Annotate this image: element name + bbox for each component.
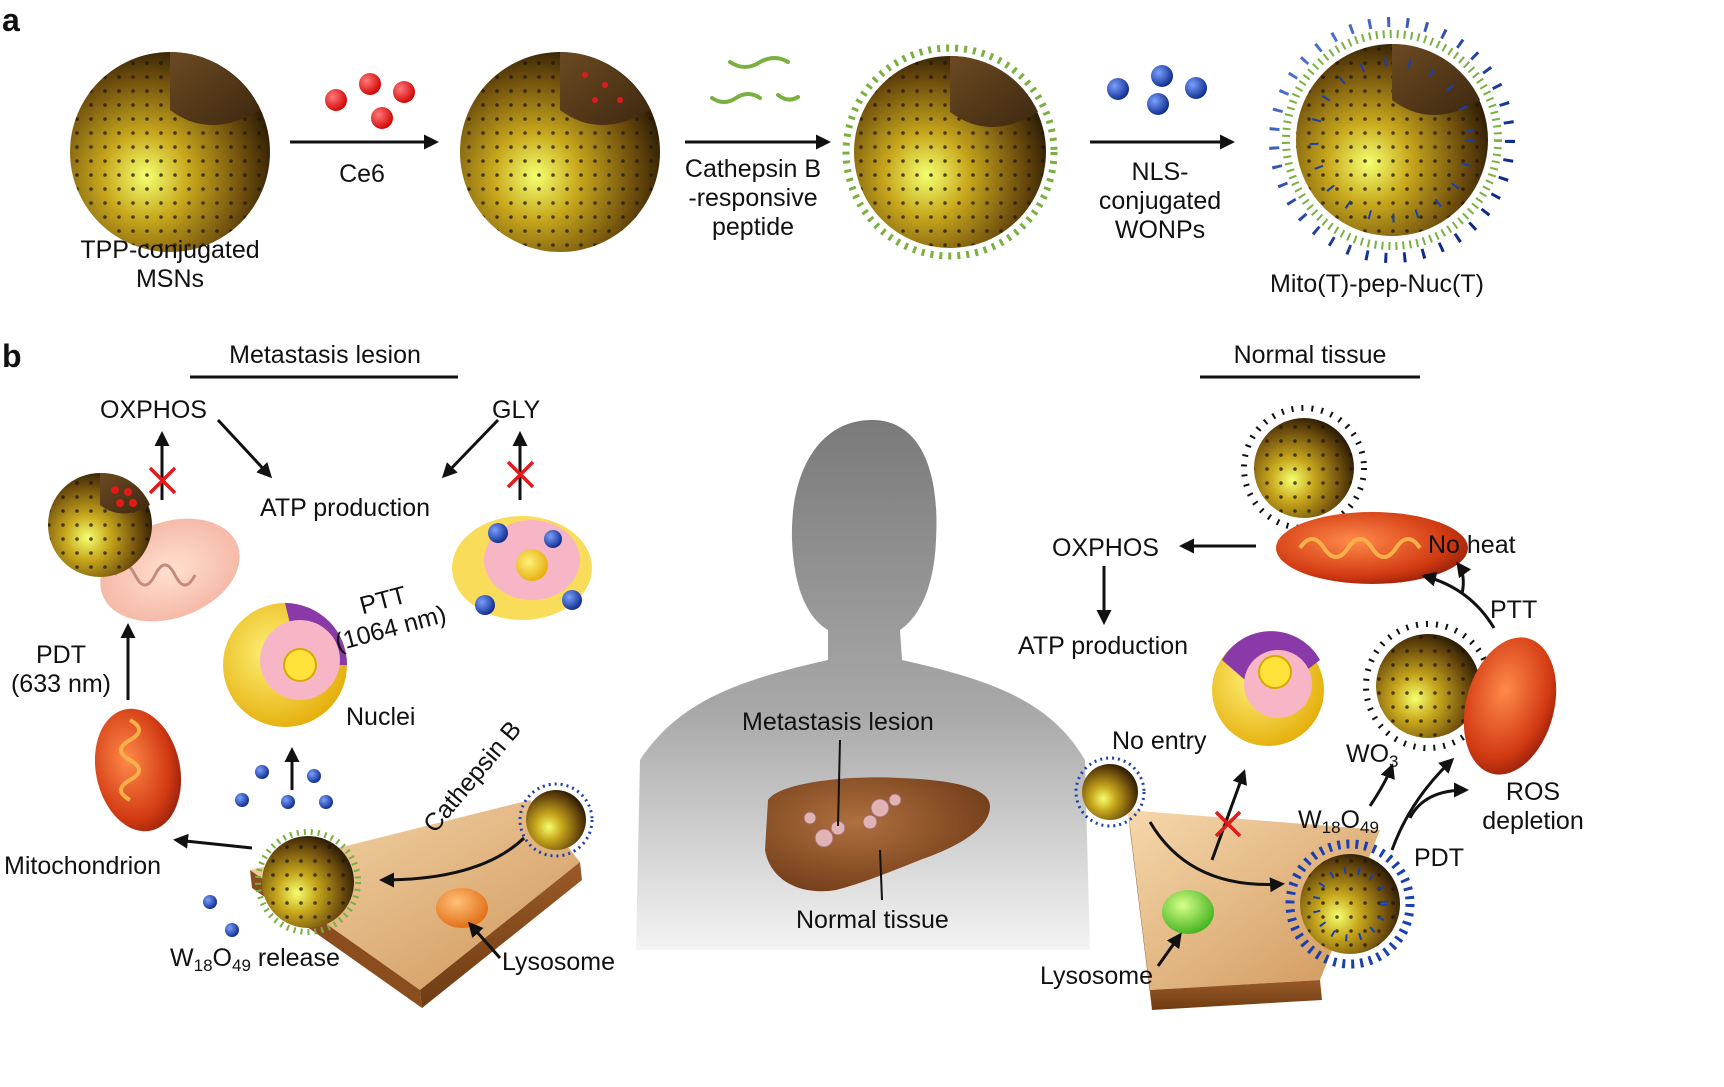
arrow-to-mitochondrion — [173, 833, 253, 850]
label-tpp-line1: TPP-conjugated — [80, 236, 260, 264]
label-no-entry: No entry — [1112, 727, 1207, 755]
label-cathepsin-line3: peptide — [711, 213, 795, 241]
arrow-no-heat-branch — [1456, 561, 1472, 595]
mitochondrion — [94, 708, 182, 832]
label-ptt: PTT — [1490, 596, 1538, 624]
label-atp: ATP production — [260, 494, 431, 522]
label-ros-depletion: ROS depletion — [1478, 778, 1588, 836]
peptide-strands — [710, 56, 800, 104]
header-metastasis: Metastasis lesion — [229, 341, 421, 369]
label-body-metastasis: Metastasis lesion — [742, 708, 934, 736]
label-ce6: Ce6 — [339, 160, 385, 188]
label-normal-oxphos: OXPHOS — [1052, 534, 1159, 562]
msn-particle-2 — [460, 52, 660, 252]
arrow-pdt-up-normal — [1390, 757, 1455, 851]
label-nls-line2: conjugated — [1098, 187, 1222, 215]
label-wo3: WO3 — [1346, 740, 1399, 771]
arrow-wo3 — [1368, 763, 1395, 807]
released-particle — [255, 829, 361, 935]
label-nuclei: Nuclei — [346, 703, 416, 731]
panel-b-label: b — [2, 338, 22, 374]
normal-incoming-particle — [1074, 756, 1146, 828]
label-cathepsin-line2: -responsive — [688, 184, 818, 212]
incoming-particle — [518, 782, 594, 858]
label-cathepsin-peptide: Cathepsin B -responsive peptide — [668, 155, 838, 242]
label-body-normal: Normal tissue — [796, 906, 949, 934]
label-nls-line1: NLS- — [1131, 158, 1189, 186]
label-pdt-line2: (633 nm) — [10, 670, 112, 698]
nucleus-with-wonps — [452, 516, 592, 620]
label-ros-line1: ROS — [1505, 778, 1561, 806]
label-mitochondrion: Mitochondrion — [4, 852, 162, 880]
arrow-cathepsin — [379, 836, 526, 888]
arrow-into-cell — [1148, 821, 1285, 893]
pointer-normal — [879, 849, 883, 901]
pointer-metastasis — [837, 739, 841, 827]
label-no-heat: No heat — [1428, 531, 1516, 559]
wonp-coated-particle — [1285, 839, 1415, 969]
black-coated-particle-top — [1241, 405, 1367, 531]
label-w18o49: W18O49 — [1298, 806, 1379, 837]
arrow-ros — [1408, 782, 1469, 819]
label-cathepsin-line1: Cathepsin B — [684, 155, 822, 183]
mito-pep-nuc-particle — [1269, 17, 1515, 263]
inhibit-x-gly — [506, 460, 535, 489]
label-gly: GLY — [492, 396, 541, 424]
header-normal: Normal tissue — [1233, 341, 1387, 369]
arrow-gly-to-atp — [441, 418, 500, 479]
label-tpp-line2: MSNs — [135, 265, 205, 293]
label-pdt-line1: PDT — [36, 641, 86, 669]
label-w18o49-release: W18O49 release — [170, 944, 340, 975]
ce6-molecules — [325, 73, 415, 129]
arrow-lysosome-normal — [1156, 932, 1182, 967]
arrow-no-entry — [1210, 769, 1247, 861]
arrow-to-lysosome-met — [468, 921, 502, 959]
nucleus-cutaway — [223, 603, 347, 727]
label-lysosome-met: Lysosome — [502, 948, 616, 976]
mito-targeted-particle — [48, 472, 240, 622]
label-pdt: PDT — [1414, 844, 1464, 872]
normal-cell — [1128, 810, 1380, 1010]
mid-mitochondrion — [1463, 637, 1557, 775]
label-oxphos: OXPHOS — [100, 396, 207, 424]
label-nls-wonps: NLS- conjugated WONPs — [1080, 158, 1240, 245]
arrow-ptt-no-heat — [1421, 571, 1496, 629]
label-ros-line2: depletion — [1482, 807, 1584, 835]
msn-particle-1 — [70, 52, 270, 252]
inhibit-x-no-entry — [1214, 810, 1242, 838]
wonp-particles — [1107, 65, 1207, 115]
normal-nucleus — [1212, 631, 1324, 746]
label-tpp-msns: TPP-conjugated MSNs — [60, 236, 280, 294]
normal-mitochondrion — [1276, 512, 1468, 584]
label-pdt-633: PDT (633 nm) — [0, 641, 122, 699]
arrow-oxphos-to-atp — [216, 418, 273, 479]
label-product: Mito(T)-pep-Nuc(T) — [1270, 270, 1484, 298]
metastasis-cell — [250, 800, 582, 1008]
panel-a-label: a — [2, 2, 20, 38]
inhibit-x-oxphos — [148, 466, 177, 495]
peptide-coated-particle — [842, 44, 1058, 260]
label-normal-atp: ATP production — [1018, 632, 1189, 660]
label-nls-line3: WONPs — [1114, 216, 1206, 244]
label-lysosome-normal: Lysosome — [1040, 962, 1154, 990]
liver — [765, 777, 990, 892]
